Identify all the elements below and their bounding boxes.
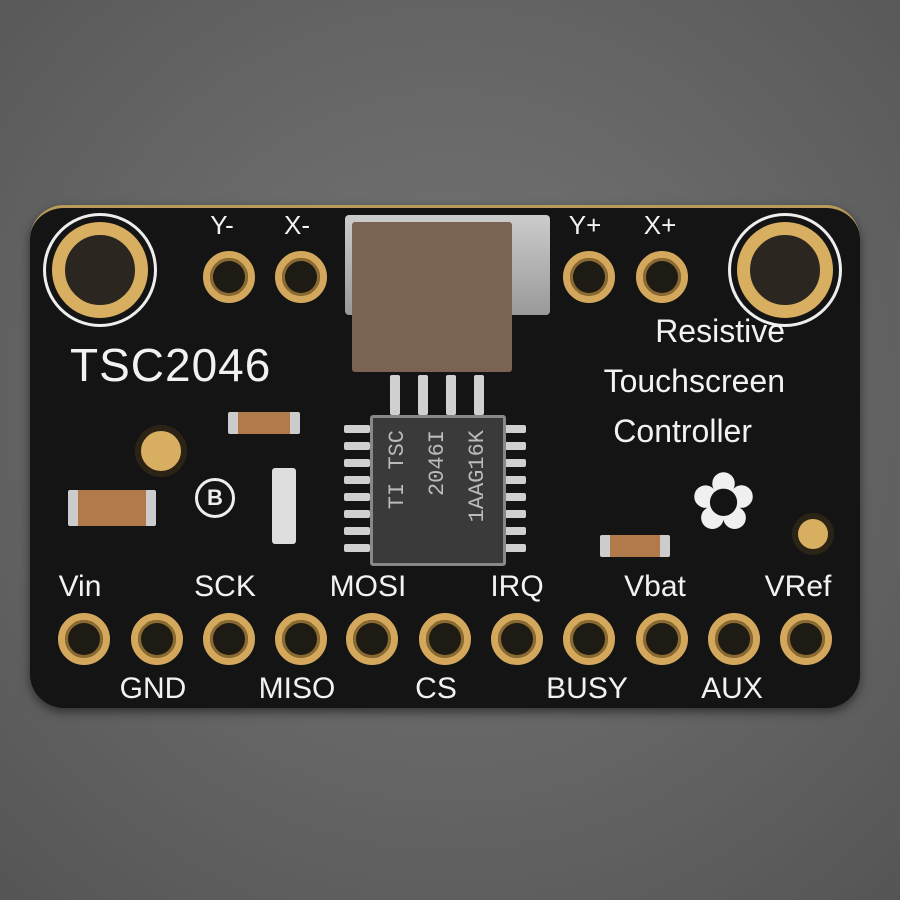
label-irq: IRQ	[490, 570, 544, 603]
header-pin	[203, 613, 255, 665]
chip-leg	[344, 510, 370, 518]
label-aux: AUX	[701, 672, 763, 705]
tsc2046-chip: TI TSC 2046I 1AAG16K	[370, 415, 506, 566]
board-title: TSC2046	[70, 339, 272, 391]
header-pin	[780, 613, 832, 665]
chip-leg	[500, 442, 526, 450]
chip-leg	[344, 493, 370, 501]
label-x-minus: X-	[284, 210, 310, 240]
header-pin	[346, 613, 398, 665]
pin-x-plus	[636, 251, 688, 303]
adafruit-flower-logo: ✿	[690, 457, 758, 546]
label-y-minus: Y-	[210, 210, 234, 240]
chip-leg	[344, 425, 370, 433]
test-pad	[135, 425, 187, 477]
badge-b: B	[195, 478, 235, 518]
description-line-3: Controller	[613, 413, 752, 449]
label-cs: CS	[415, 672, 457, 705]
description-line-1: Resistive	[655, 313, 785, 349]
label-busy: BUSY	[546, 672, 628, 705]
chip-leg	[500, 527, 526, 535]
chip-leg	[500, 459, 526, 467]
smd-capacitor	[600, 535, 670, 557]
connector-leg	[390, 375, 400, 415]
header-pin	[58, 613, 110, 665]
label-vbat: Vbat	[624, 570, 686, 603]
chip-leg	[500, 510, 526, 518]
chip-marking-2: 2046I	[425, 430, 450, 497]
description-line-2: Touchscreen	[603, 363, 785, 399]
header-pin	[275, 613, 327, 665]
label-x-plus: X+	[643, 210, 677, 240]
chip-leg	[500, 476, 526, 484]
mounting-hole-right	[737, 222, 833, 318]
smd-resistor	[272, 468, 296, 544]
pin-x-minus	[275, 251, 327, 303]
connector-leg	[446, 375, 456, 415]
chip-leg	[344, 544, 370, 552]
connector-leg	[418, 375, 428, 415]
label-vin: Vin	[58, 570, 102, 603]
chip-leg	[344, 527, 370, 535]
chip-leg	[500, 425, 526, 433]
smd-capacitor	[68, 490, 156, 526]
mounting-hole-left	[52, 222, 148, 318]
smd-capacitor	[228, 412, 300, 434]
label-gnd: GND	[119, 672, 187, 705]
chip-leg	[344, 459, 370, 467]
chip-leg	[500, 544, 526, 552]
chip-marking-1: TI TSC	[385, 430, 410, 510]
header-pin	[491, 613, 543, 665]
header-pin	[563, 613, 615, 665]
label-sck: SCK	[194, 570, 256, 603]
header-pin	[636, 613, 688, 665]
connector-leg	[474, 375, 484, 415]
connector-latch	[352, 222, 512, 372]
label-y-plus: Y+	[568, 210, 602, 240]
label-miso: MISO	[258, 672, 336, 705]
chip-leg	[500, 493, 526, 501]
chip-leg	[344, 476, 370, 484]
header-pin	[131, 613, 183, 665]
label-mosi: MOSI	[329, 570, 407, 603]
label-vref: VRef	[764, 570, 832, 603]
test-pad	[792, 513, 834, 555]
header-pin	[419, 613, 471, 665]
chip-marking-3: 1AAG16K	[465, 430, 490, 523]
chip-leg	[344, 442, 370, 450]
header-pin	[708, 613, 760, 665]
pin-y-plus	[563, 251, 615, 303]
pin-y-minus	[203, 251, 255, 303]
